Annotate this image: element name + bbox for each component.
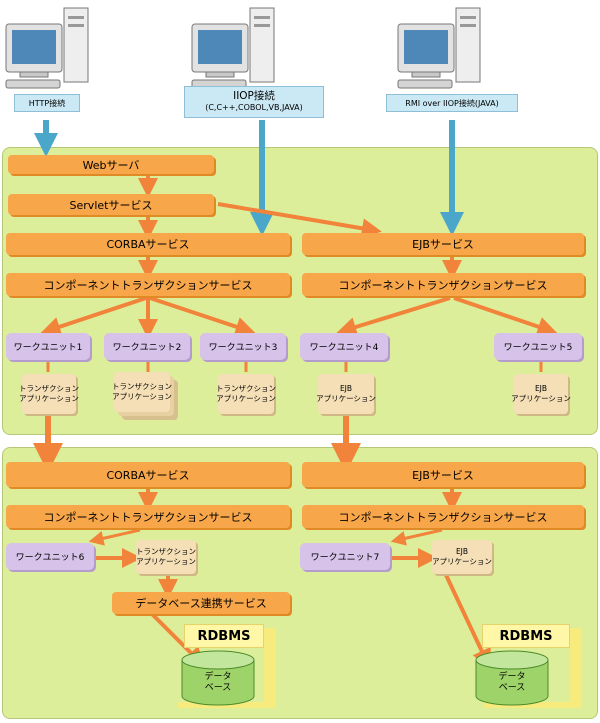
rdbms-right-frame-bottom: [484, 702, 582, 708]
database-icon: [181, 650, 255, 706]
arrow-app7-db-right: [444, 574, 491, 670]
cts-left: コンポーネントトランザクションサービス: [6, 273, 290, 296]
arrow-cts-unit3: [149, 296, 256, 337]
work-unit-2: ワークユニット2: [104, 333, 190, 360]
arrow-dblink-db-left: [148, 610, 206, 668]
servlet-service: Servletサービス: [8, 194, 214, 215]
database-link-service: データベース連携サービス: [112, 592, 290, 614]
work-unit-6: ワークユニット6: [6, 543, 94, 570]
db-right-label: データ ベース: [498, 672, 526, 693]
ejb-app-5: EJB アプリケーション: [511, 374, 571, 414]
lower-cts-right: コンポーネントトランザクションサービス: [302, 505, 584, 528]
conn-iiop: IIOP接続 (C,C++,COBOL,VB,JAVA): [184, 86, 324, 118]
ejb-app-4: EJB アプリケーション: [316, 374, 376, 414]
computer-icon: [397, 7, 481, 89]
work-unit-1: ワークユニット1: [6, 333, 90, 360]
work-unit-7: ワークユニット7: [300, 543, 390, 570]
transaction-app-6: トランザクション アプリケーション: [136, 540, 196, 574]
conn-http: HTTP接続: [14, 94, 80, 112]
rdbms-left-frame: [264, 628, 276, 708]
transaction-app-3: トランザクション アプリケーション: [216, 374, 276, 414]
arrow-cts-unit1: [40, 296, 147, 337]
work-unit-5: ワークユニット5: [494, 333, 582, 360]
ejb-service: EJBサービス: [302, 233, 584, 255]
transaction-app-2: トランザクション アプリケーション: [112, 372, 172, 412]
rdbms-left: RDBMS: [184, 624, 264, 648]
arrow-cts-unit4: [336, 296, 451, 337]
cts-right: コンポーネントトランザクションサービス: [302, 273, 584, 296]
work-unit-3: ワークユニット3: [200, 333, 286, 360]
conn-rmi: RMI over IIOP接続(JAVA): [386, 94, 518, 112]
ejb-app-7: EJB アプリケーション: [432, 540, 492, 574]
database-icon: [475, 650, 549, 706]
web-server: Webサーバ: [8, 155, 214, 174]
lower-cts-left: コンポーネントトランザクションサービス: [6, 505, 290, 528]
lower-ejb-service: EJBサービス: [302, 462, 584, 487]
rdbms-right: RDBMS: [482, 624, 570, 648]
arrow-servlet-ejb: [217, 202, 382, 239]
arrow-cts-unit5: [453, 296, 558, 337]
work-unit-4: ワークユニット4: [300, 333, 388, 360]
transaction-app-1: トランザクション アプリケーション: [19, 374, 79, 414]
computer-icon: [191, 7, 275, 89]
computer-icon: [5, 7, 89, 89]
rdbms-right-frame: [570, 628, 582, 708]
db-left-label: データ ベース: [204, 672, 232, 693]
corba-service: CORBAサービス: [6, 233, 290, 255]
lower-corba-service: CORBAサービス: [6, 462, 290, 487]
